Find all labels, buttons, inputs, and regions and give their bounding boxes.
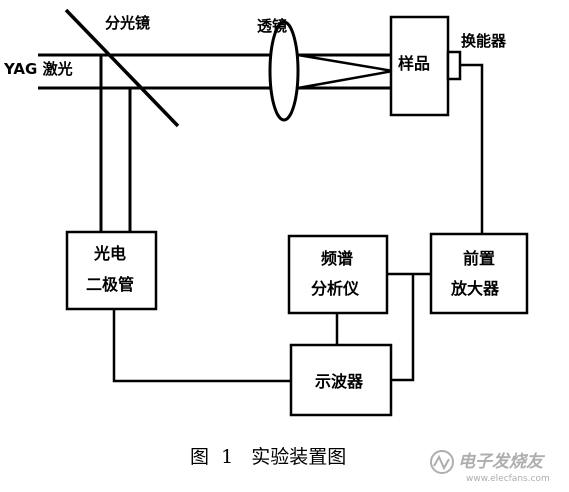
laser-label: YAG 激光: [3, 60, 73, 78]
figure-caption: 图 1 实验装置图: [190, 446, 346, 468]
watermark-text: 电子发烧友: [458, 452, 546, 472]
watermark-logo: 电子发烧友 www.elecfans.com: [430, 450, 550, 484]
lens-shape: [268, 20, 300, 122]
lens-label: 透镜: [257, 17, 287, 35]
focus-beam-lower: [297, 69, 394, 90]
photodiode-label-line2: 二极管: [86, 275, 134, 294]
preamplifier-label-line2: 放大器: [450, 279, 500, 298]
transducer-box: [446, 50, 462, 81]
spectrum-analyzer-box: [287, 234, 389, 315]
wire-transducer-preamp: [460, 63, 484, 234]
wire-photodiode-oscilloscope: [112, 309, 291, 383]
beam-splitter-label: 分光镜: [105, 14, 150, 32]
wire-preamp-oscilloscope: [391, 274, 415, 382]
transducer-label: 换能器: [461, 32, 507, 50]
sample-label: 样品: [398, 54, 430, 73]
watermark-logo-wave: [433, 454, 450, 471]
watermark-logo-icon: [430, 450, 454, 474]
oscilloscope-box: [289, 343, 393, 417]
photodiode-label-line1: 光电: [93, 244, 126, 263]
spectrum-analyzer-label-line1: 频谱: [321, 249, 353, 268]
beam-splitter-mirror: [64, 8, 180, 128]
oscilloscope-label: 示波器: [315, 372, 364, 391]
spectrum-analyzer-label-line2: 分析仪: [311, 279, 360, 298]
focus-beam-upper: [297, 53, 394, 73]
photodiode-box: [65, 230, 158, 311]
watermark-url: www.elecfans.com: [466, 474, 550, 484]
preamplifier-label-line1: 前置: [463, 249, 495, 268]
preamplifier-box: [429, 232, 529, 315]
